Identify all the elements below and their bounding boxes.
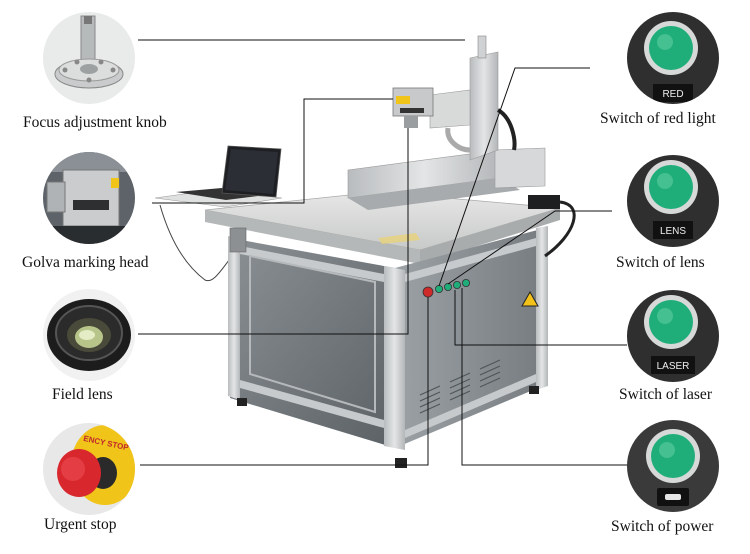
field-lens-label: Field lens xyxy=(52,386,113,403)
golva-head-photo xyxy=(43,152,135,244)
laser-switch-photo: LASER xyxy=(627,290,719,382)
field-lens-photo xyxy=(43,289,135,381)
lens-switch-photo: LENS xyxy=(627,155,719,247)
lens-switch-label: Switch of lens xyxy=(616,254,705,271)
golva-line xyxy=(152,98,393,204)
field-lens-icon xyxy=(43,289,135,381)
laser-cap-label: LASER xyxy=(657,361,690,372)
power-switch-label: Switch of power xyxy=(611,518,714,535)
red-light-switch-photo: RED xyxy=(627,12,719,104)
field-line xyxy=(138,128,409,335)
emergency-stop-icon: ENCY STOP xyxy=(43,423,135,515)
urgent-line xyxy=(140,297,429,466)
urgent-stop-photo: ENCY STOP xyxy=(43,423,135,515)
power-switch-photo xyxy=(627,420,719,512)
green-switch-icon: RED xyxy=(627,12,719,104)
red-line xyxy=(438,67,590,287)
red-light-switch-label: Switch of red light xyxy=(600,110,716,127)
lens-cap-label: LENS xyxy=(660,226,686,237)
lens-line xyxy=(447,210,612,285)
green-switch-icon: LASER xyxy=(627,290,719,382)
red-cap-label: RED xyxy=(662,89,683,100)
focus-knob-icon xyxy=(43,12,135,104)
laser-gantry xyxy=(347,35,576,258)
green-switch-icon: LENS xyxy=(627,155,719,247)
urgent-stop-label: Urgent stop xyxy=(44,516,117,533)
focus-knob-label: Focus adjustment knob xyxy=(23,114,167,131)
golva-head-label: Golva marking head xyxy=(22,254,149,271)
laser-switch-label: Switch of laser xyxy=(619,386,712,403)
galvo-head-icon xyxy=(43,152,135,244)
laser-line xyxy=(454,290,627,346)
power-line xyxy=(461,288,630,466)
galvo-head xyxy=(392,87,434,128)
focus-knob-photo xyxy=(43,12,135,104)
machine-cabinet xyxy=(228,226,548,468)
work-table xyxy=(204,191,561,264)
green-switch-icon xyxy=(627,420,719,512)
